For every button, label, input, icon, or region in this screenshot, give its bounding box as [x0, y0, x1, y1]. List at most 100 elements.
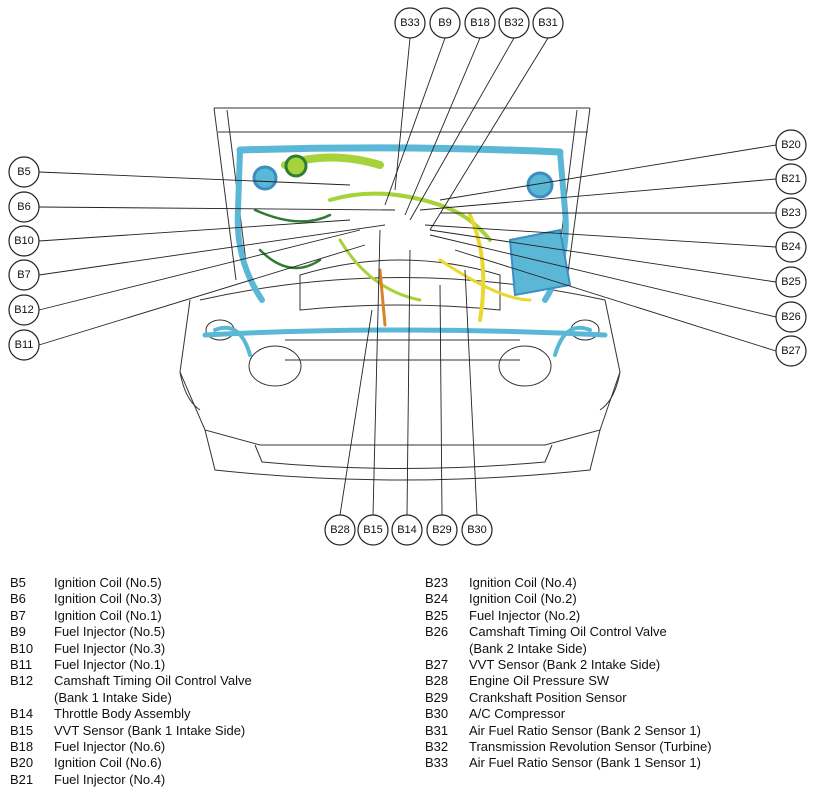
callout-b26: B26	[775, 301, 807, 333]
legend-description: Ignition Coil (No.5)	[54, 575, 162, 590]
legend-code: B11	[10, 657, 33, 673]
wiring-harness	[202, 144, 608, 357]
legend-description: Transmission Revolution Sensor (Turbine)	[469, 739, 712, 755]
legend-code: B15	[10, 722, 34, 738]
legend-description: Camshaft Timing Oil Control Valve (Bank …	[54, 673, 252, 705]
legend-entry: B15 VVT Sensor (Bank 1 Intake Side)	[10, 723, 400, 739]
callout-b28: B28	[324, 514, 356, 546]
leader-b7	[38, 224, 386, 276]
callout-b27: B27	[775, 335, 807, 367]
svg-text:B27: B27	[781, 345, 801, 357]
legend-description: A/C Compressor	[469, 706, 566, 722]
svg-text:B20: B20	[781, 139, 801, 151]
callout-b9: B9	[429, 7, 461, 39]
svg-text:B15: B15	[363, 524, 383, 536]
svg-text:B9: B9	[438, 17, 451, 29]
callout-b12: B12	[8, 294, 40, 326]
callout-b5: B5	[8, 156, 40, 188]
legend-description: Fuel Injector (No.4)	[54, 771, 166, 787]
legend-description: Ignition Coil (No.6)	[54, 755, 162, 771]
legend-code: B30	[425, 706, 449, 722]
callout-b32: B32	[498, 7, 530, 39]
svg-text:B14: B14	[397, 524, 417, 536]
callout-b14: B14	[391, 514, 423, 546]
legend-code: B21	[10, 771, 34, 787]
legend-description: VVT Sensor (Bank 1 Intake Side)	[54, 722, 246, 738]
legend-description: Air Fuel Ratio Sensor (Bank 1 Sensor 1)	[469, 755, 701, 771]
callout-b11: B11	[8, 329, 40, 361]
leader-b21	[419, 178, 777, 211]
callout-b18: B18	[464, 7, 496, 39]
callout-b6: B6	[8, 191, 40, 223]
legend-entry: B25 Fuel Injector (No.2)	[425, 608, 805, 624]
callout-b21: B21	[775, 163, 807, 195]
leader-b20	[439, 144, 777, 201]
svg-text:B24: B24	[781, 241, 801, 253]
callout-b15: B15	[357, 514, 389, 546]
leader-lines	[38, 37, 777, 516]
callout-b30: B30	[461, 514, 493, 546]
legend-entry: B30 A/C Compressor	[425, 706, 805, 722]
legend-code: B24	[425, 591, 449, 607]
leader-b10	[38, 219, 351, 242]
svg-text:B12: B12	[14, 304, 34, 316]
svg-text:B10: B10	[14, 235, 34, 247]
svg-text:B21: B21	[781, 173, 801, 185]
leader-b11	[38, 244, 366, 346]
callout-b24: B24	[775, 231, 807, 263]
svg-text:B23: B23	[781, 207, 801, 219]
legend-code: B20	[10, 755, 34, 771]
callout-b10: B10	[8, 225, 40, 257]
leader-b18	[404, 37, 481, 216]
svg-text:B11: B11	[15, 339, 34, 351]
legend-code: B25	[425, 607, 449, 623]
leader-b26	[429, 234, 777, 318]
legend-code: B9	[10, 624, 26, 640]
leader-b15	[372, 229, 381, 516]
legend-entry: B18 Fuel Injector (No.6)	[10, 739, 400, 755]
legend-entry: B21 Fuel Injector (No.4)	[10, 772, 400, 788]
svg-text:B31: B31	[538, 17, 558, 29]
callout-b23: B23	[775, 197, 807, 229]
legend-description: Fuel Injector (No.2)	[469, 607, 581, 623]
legend-code: B32	[425, 739, 449, 755]
legend-entry: B20 Ignition Coil (No.6)	[10, 755, 400, 771]
legend-code: B7	[10, 607, 26, 623]
legend-description: Fuel Injector (No.5)	[54, 624, 166, 640]
leader-b33	[394, 37, 411, 191]
svg-text:B26: B26	[781, 311, 801, 323]
legend-description: Fuel Injector (No.6)	[54, 739, 166, 755]
leader-b30	[464, 269, 478, 516]
legend-description: Ignition Coil (No.1)	[54, 607, 162, 623]
svg-text:B28: B28	[330, 524, 350, 536]
legend-code: B18	[10, 739, 34, 755]
svg-text:B29: B29	[432, 524, 452, 536]
callout-b29: B29	[426, 514, 458, 546]
callout-b20: B20	[775, 129, 807, 161]
legend-entry: B32 Transmission Revolution Sensor (Turbi…	[425, 739, 805, 755]
leader-b29	[439, 284, 443, 516]
callout-b7: B7	[8, 259, 40, 291]
leader-b32	[409, 37, 515, 221]
leader-b25	[429, 229, 777, 283]
legend-entry: B9 Fuel Injector (No.5)	[10, 624, 400, 640]
leader-b27	[454, 249, 777, 352]
svg-text:B6: B6	[17, 201, 30, 213]
leader-b6	[38, 206, 396, 211]
svg-text:B5: B5	[17, 166, 30, 178]
legend-code: B27	[425, 657, 449, 673]
leader-b31	[429, 37, 549, 231]
legend-description: Throttle Body Assembly	[54, 706, 191, 722]
